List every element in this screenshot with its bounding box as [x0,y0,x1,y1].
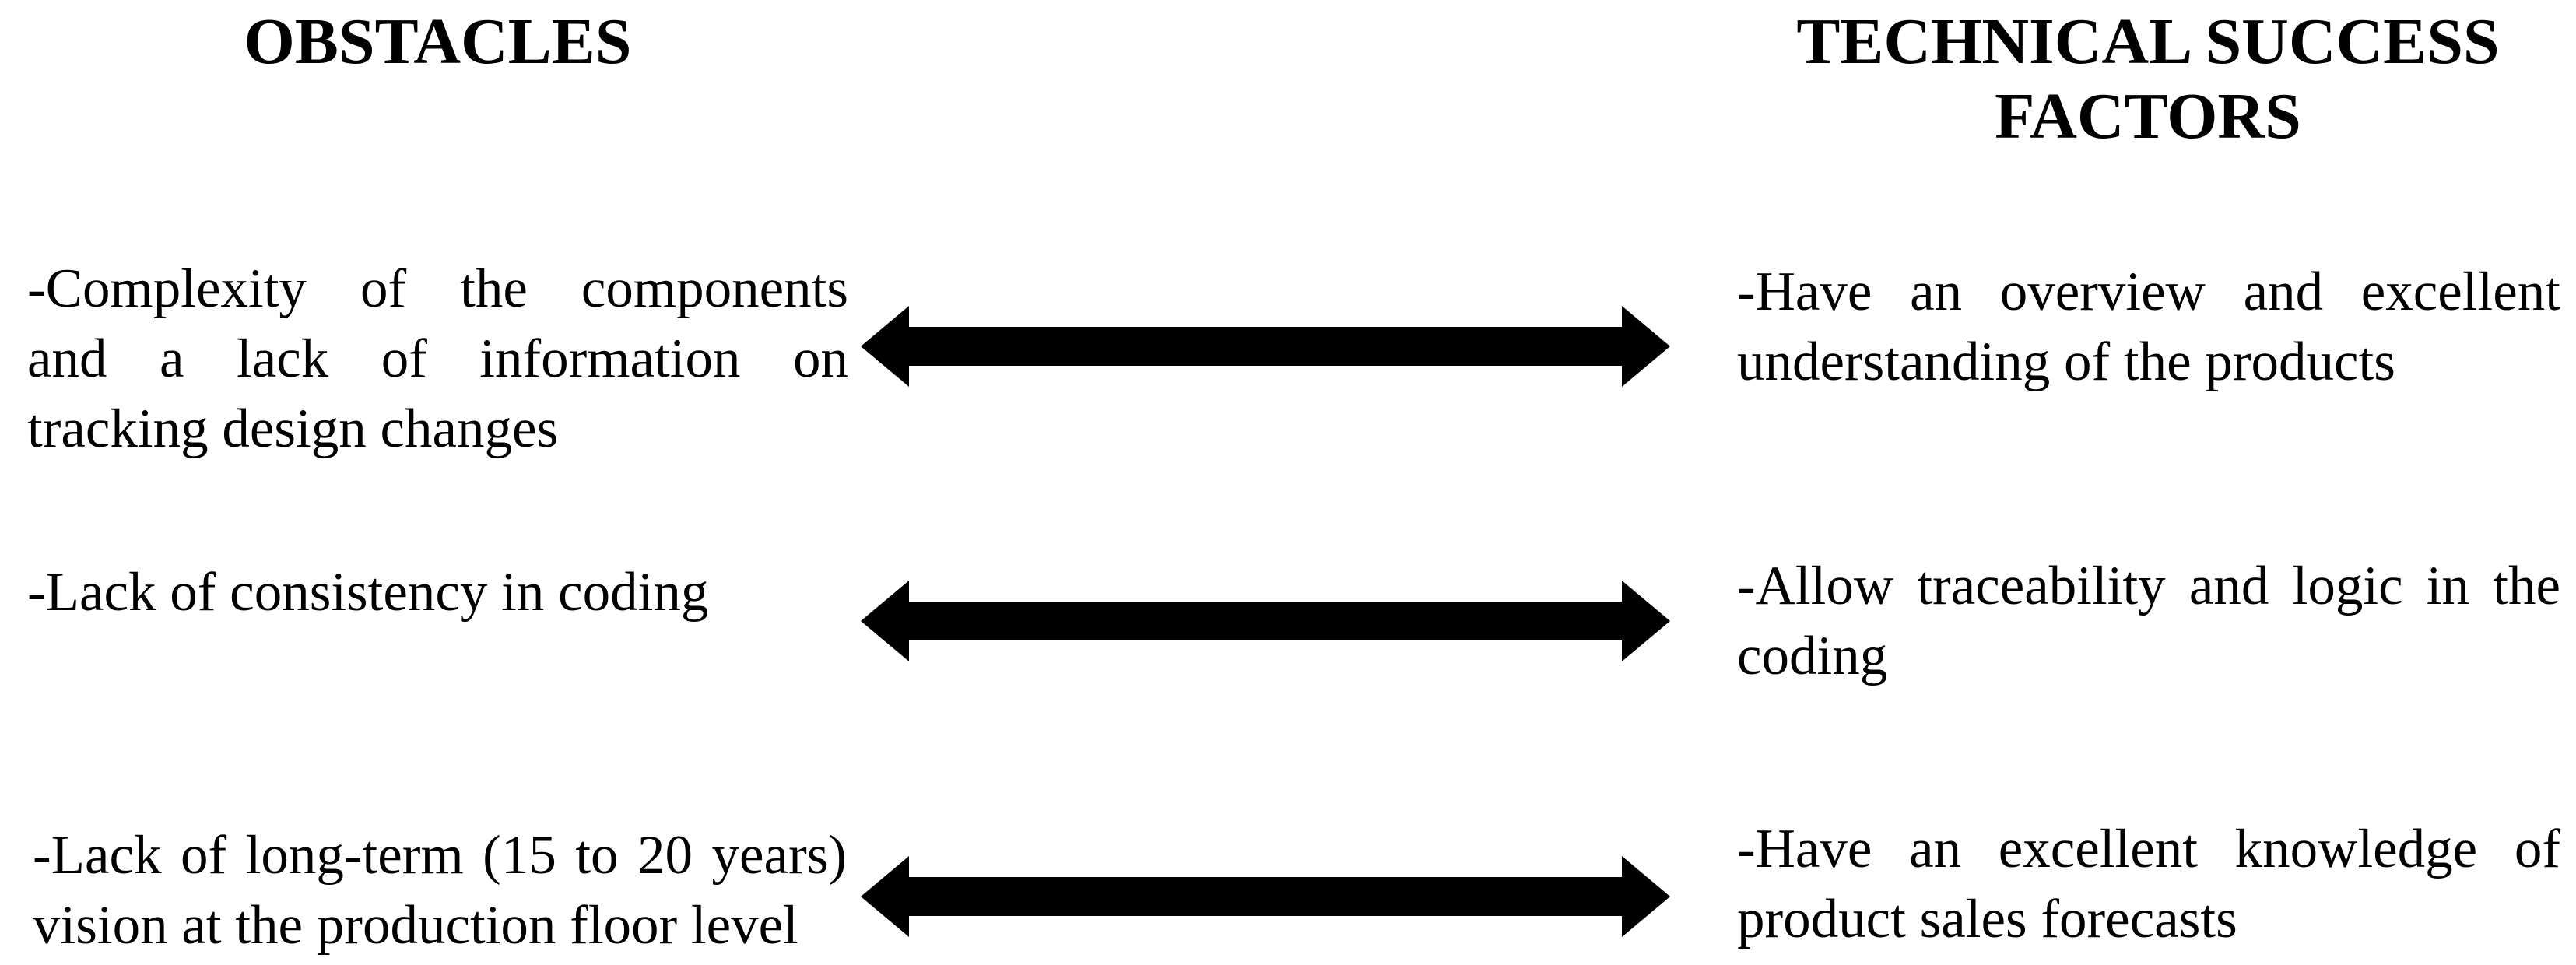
text-line: -Allow traceability and logic in the [1737,556,2560,616]
double-headed-arrow-icon [861,856,1670,937]
technical-success-factors-column-header: TECHNICAL SUCCESS FACTORS [1796,5,2500,153]
double-headed-arrow-icon [861,306,1670,387]
arrow-shape [861,306,1670,387]
obstacle-text-row-3: -Lack of long-term (15 to 20 years) visio… [33,820,847,960]
arrow-shape [861,581,1670,661]
text-line: -Lack of consistency in coding [27,562,709,623]
obstacles-column-header: OBSTACLES [244,5,632,78]
text-line: -Have an excellent knowledge of [1737,819,2560,879]
arrow-shape [861,856,1670,937]
success-factor-text-row-1: -Have an overview and excellent understan… [1737,257,2560,397]
text-line: and a lack of information on [27,328,848,389]
text-line: coding [1737,626,1888,686]
obstacle-text-row-2: -Lack of consistency in coding [27,557,848,627]
text-line: -Lack of long-term (15 to 20 years) [33,825,847,886]
obstacle-text-row-1: -Complexity of the components and a lack … [27,254,848,464]
success-factor-text-row-2: -Allow traceability and logic in the codi… [1737,551,2560,691]
text-line: -Complexity of the components [27,258,848,319]
text-line: -Have an overview and excellent [1737,261,2560,322]
text-line: understanding of the products [1737,332,2395,392]
text-line: vision at the production floor level [33,895,798,956]
text-line: tracking design changes [27,398,559,459]
text-line: product sales forecasts [1737,889,2237,949]
success-factor-text-row-3: -Have an excellent knowledge of product s… [1737,814,2560,954]
double-headed-arrow-icon [861,581,1670,661]
